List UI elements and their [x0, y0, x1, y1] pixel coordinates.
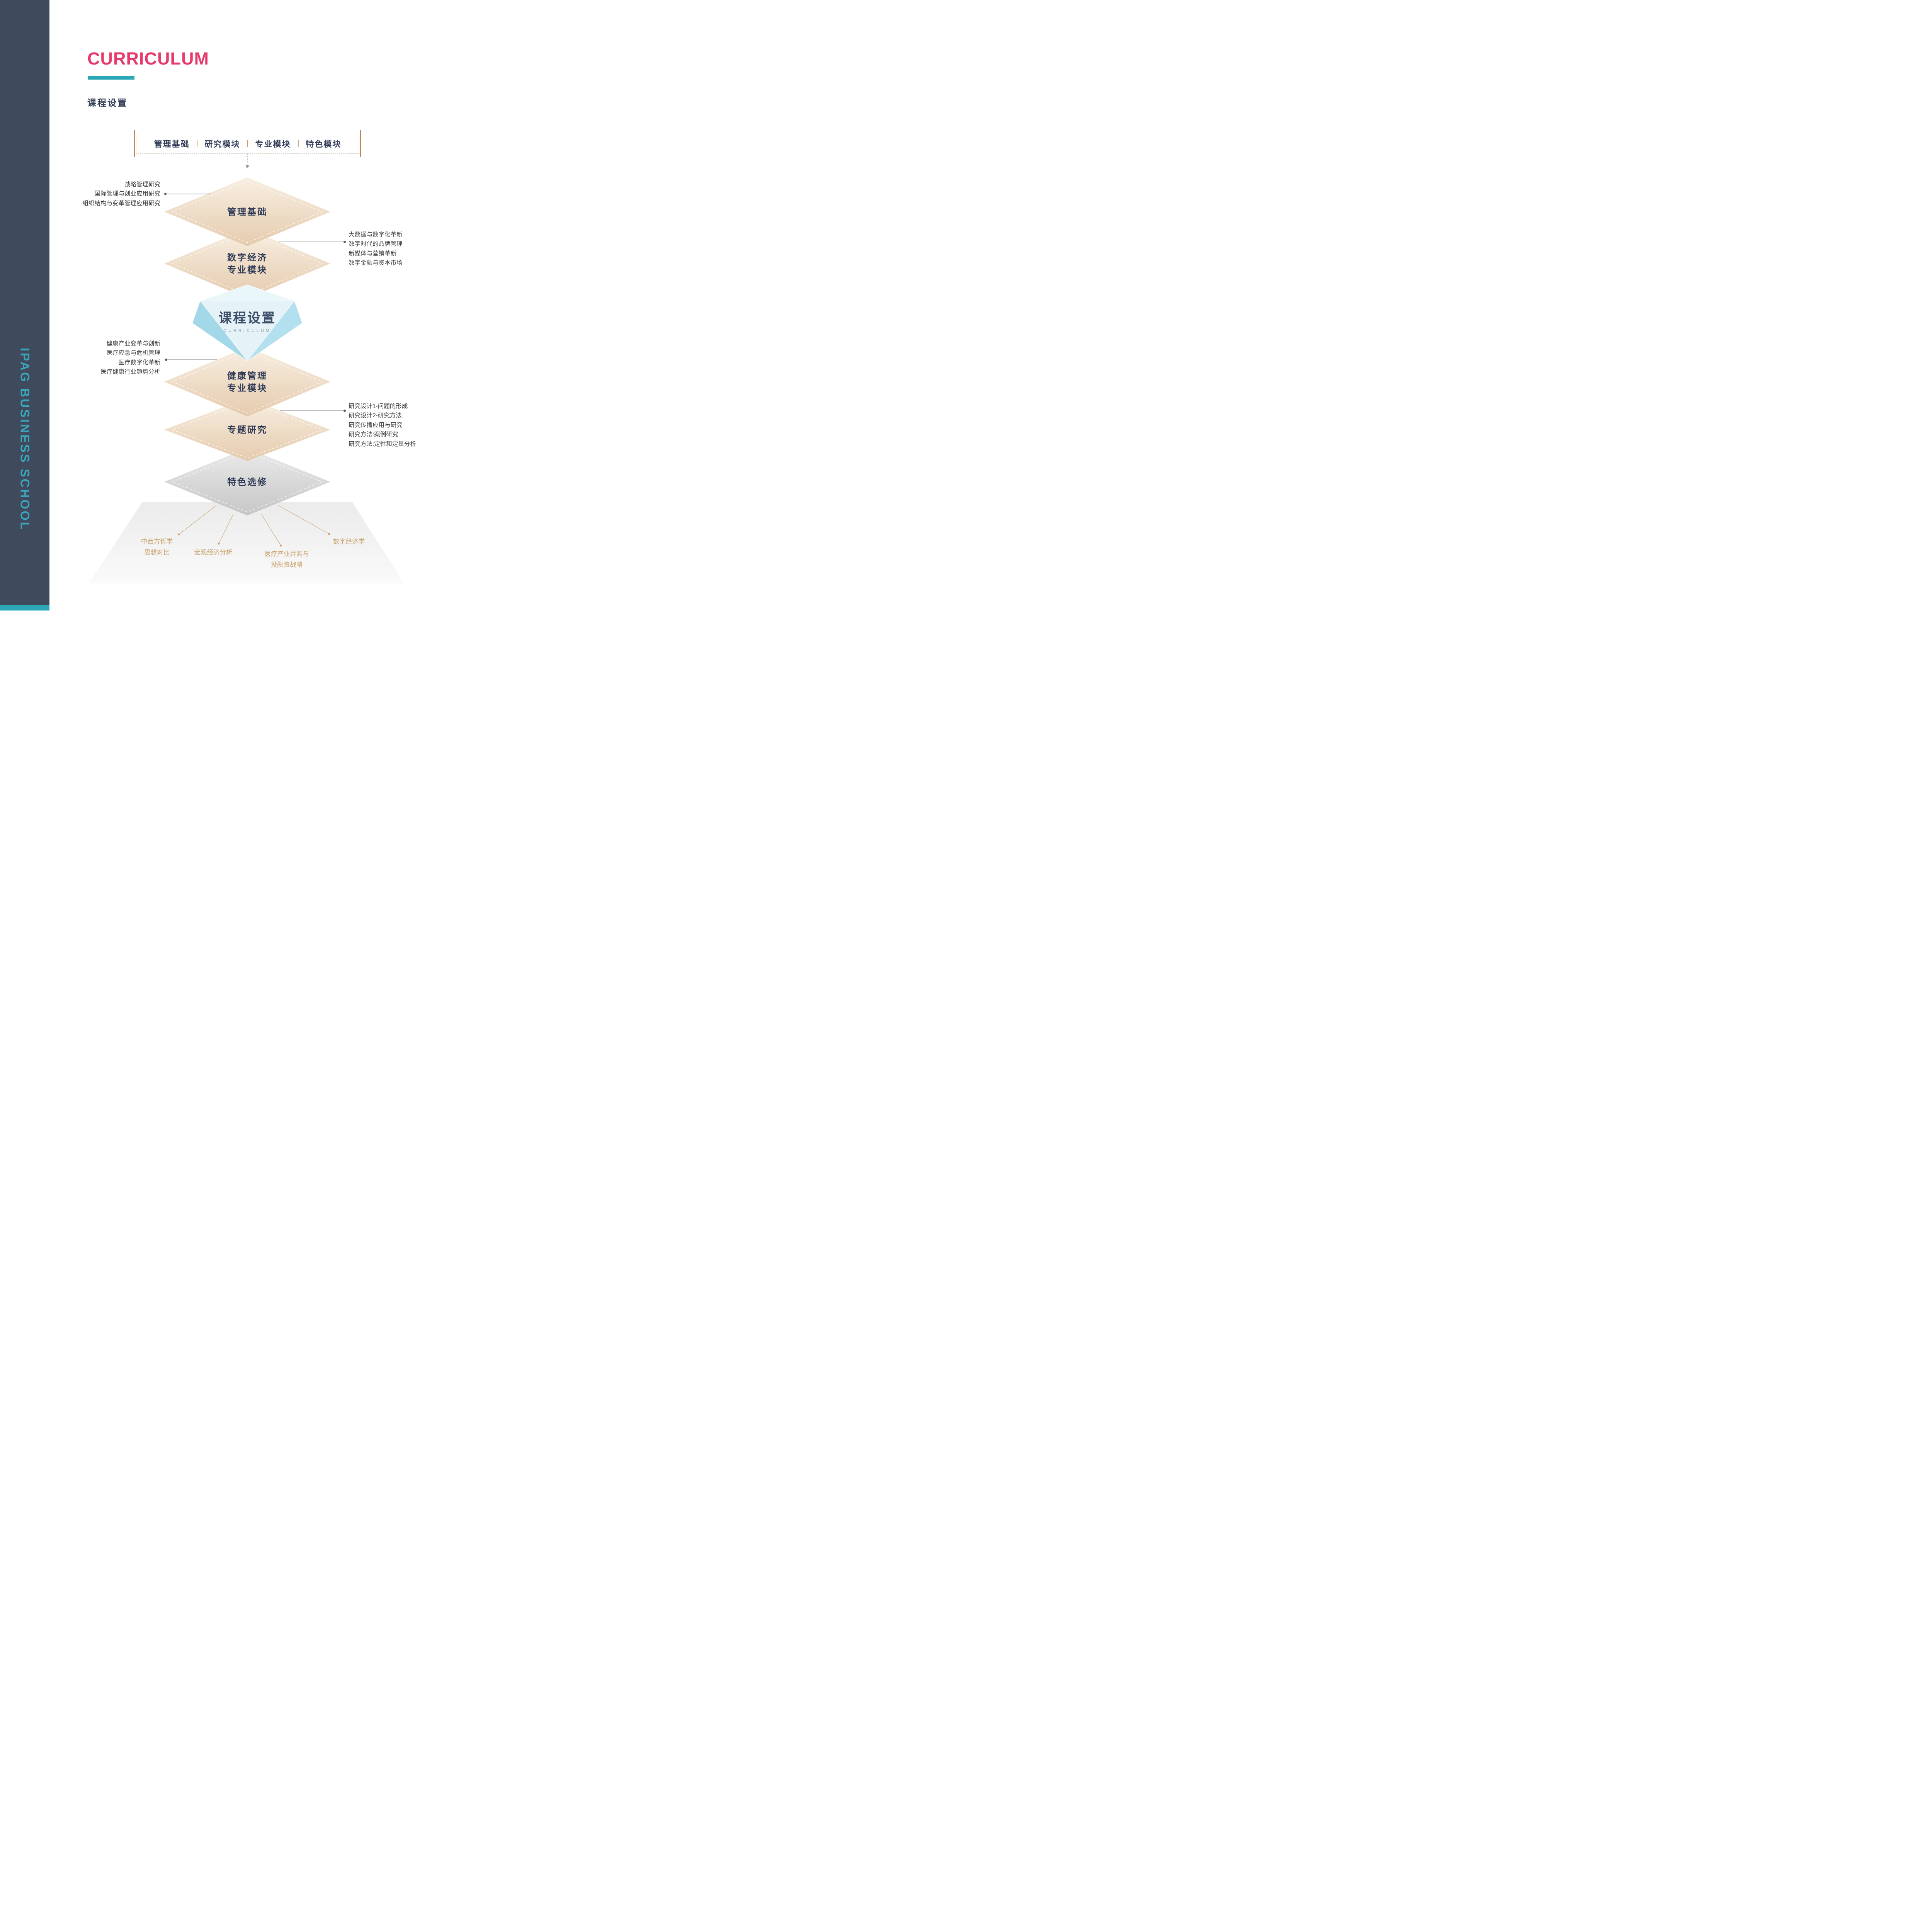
level-5-diamond: [164, 448, 330, 515]
elective-digital-economics: 数字经济学: [333, 538, 365, 545]
level-3-diamond: [164, 347, 330, 417]
elective-dot-macro: [218, 543, 220, 545]
module-item-professional: 专业模块: [255, 140, 291, 149]
level-5-label: 特色选修: [227, 476, 267, 487]
elective-dot-philosophy: [178, 533, 180, 536]
level-4-label: 专题研究: [227, 424, 267, 435]
base-plane: [89, 502, 404, 583]
elective-line-medical-ma: [261, 514, 281, 546]
curriculum-crystal: [192, 284, 303, 361]
page-title: CURRICULUM: [87, 49, 209, 68]
annotation-health-courses: 健康产业变革与创新 医疗应急与危机管理 医疗数字化革新 医疗健康行业趋势分析: [100, 340, 160, 376]
annotation-dot-research: [344, 410, 346, 412]
sidebar-accent-bar: [0, 605, 49, 611]
module-separator: |: [247, 139, 249, 148]
annotation-dot-management: [164, 193, 167, 195]
elective-dot-digital-econ: [328, 533, 330, 535]
module-item-foundation: 管理基础: [154, 140, 190, 149]
elective-macro-economics: 宏观经济分析: [194, 549, 233, 556]
annotation-dot-health: [165, 359, 167, 361]
module-separator: |: [196, 139, 198, 148]
annotation-dot-digital: [344, 241, 346, 243]
elective-medical-ma: 医疗产业并购与 投融资战略: [264, 551, 309, 569]
elective-philosophy: 中西方哲学 思想对比: [141, 538, 173, 556]
level-1-diamond: [164, 177, 330, 246]
gem-subtitle: CURRICULUM: [223, 328, 271, 333]
connector-dot: [246, 165, 249, 168]
level-1-label: 管理基础: [227, 206, 267, 217]
school-name-vertical: IPAG BUSINESS SCHOOL: [18, 348, 32, 531]
elective-line-macro: [218, 514, 234, 544]
level-2-label: 数字经济 专业模块: [227, 252, 267, 275]
gem-title: 课程设置: [219, 311, 276, 326]
annotation-management-courses: 战略管理研究 国际管理与创业应用研究 组织结构与变革管理应用研究: [82, 181, 160, 207]
level-1-dashed-outline: [172, 180, 323, 243]
level-2-diamond: [164, 229, 330, 298]
crystal-center-facet: [199, 301, 295, 361]
module-item-research: 研究模块: [204, 140, 240, 149]
level-4-diamond: [164, 398, 330, 461]
module-bar: 管理基础 | 研究模块 | 专业模块 | 特色模块: [136, 134, 359, 154]
title-underline: [88, 76, 134, 80]
annotation-research-courses: 研究设计1-问题的形成 研究设计2-研究方法 研究传播应用与研究 研究方法:案例…: [349, 403, 416, 447]
module-box-mark-left: [134, 130, 135, 157]
section-heading: 课程设置: [87, 98, 128, 108]
module-item-special: 特色模块: [306, 140, 342, 149]
elective-dot-medical-ma: [280, 544, 282, 547]
curriculum-page: IPAG BUSINESS SCHOOL CURRICULUM 课程设置 管理基…: [0, 0, 450, 611]
module-box-mark-right: [360, 130, 361, 157]
level-3-label: 健康管理 专业模块: [227, 370, 267, 393]
elective-line-philosophy: [179, 505, 217, 535]
level-3-dashed-outline: [172, 350, 323, 413]
module-separator: |: [297, 139, 299, 148]
curriculum-diagram: [89, 153, 404, 583]
crystal-top-facet: [200, 284, 295, 301]
annotation-digital-courses: 大数据与数字化革新 数字时代的品牌管理 新媒体与营销革新 数字金融与资本市场: [349, 231, 403, 267]
sidebar: IPAG BUSINESS SCHOOL: [0, 0, 49, 611]
level-5-dashed-outline: [172, 451, 323, 512]
elective-line-digital-econ: [278, 505, 330, 534]
